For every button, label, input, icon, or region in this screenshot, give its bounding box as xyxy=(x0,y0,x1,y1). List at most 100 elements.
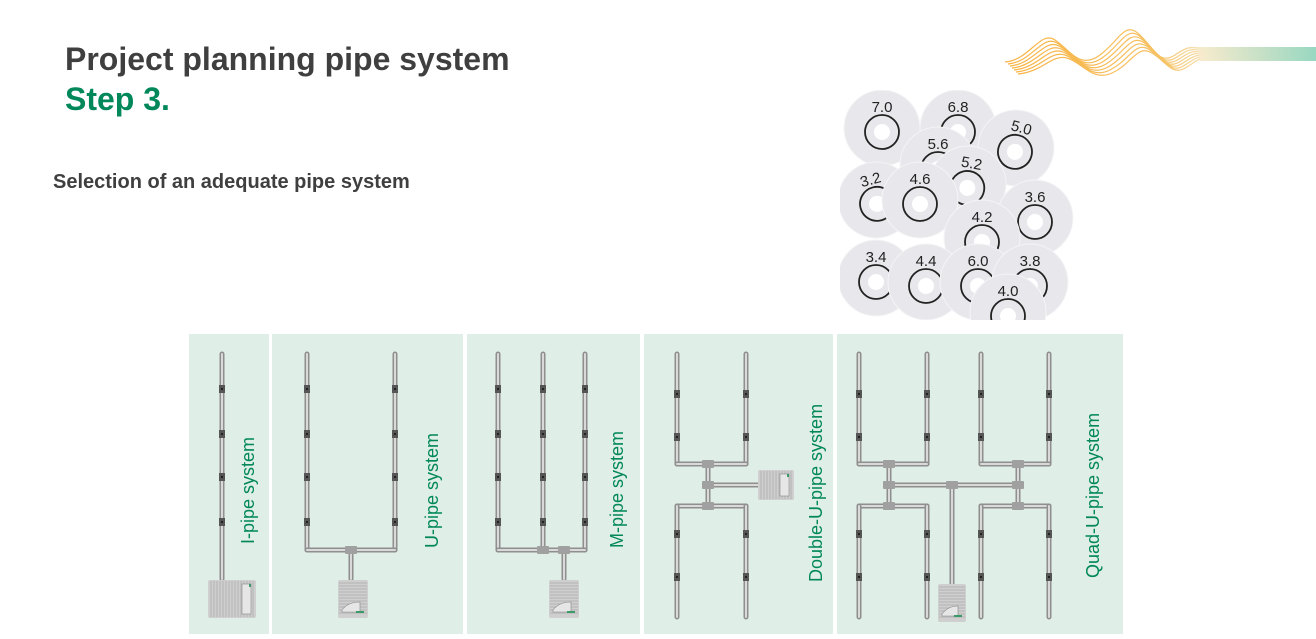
sampling-hole xyxy=(926,533,928,535)
sampling-hole xyxy=(1048,436,1050,438)
sampling-hole xyxy=(306,521,308,523)
sampling-hole xyxy=(584,388,586,390)
sampling-hole xyxy=(221,388,223,390)
pipe-tee-fitting xyxy=(946,481,958,489)
pipe-tee-fitting xyxy=(883,481,895,489)
sampling-hole xyxy=(1048,393,1050,395)
pipe-tee-fitting xyxy=(1012,481,1024,489)
disc-label: 4.2 xyxy=(972,209,993,226)
step-heading: Step 3. xyxy=(65,81,170,117)
disc-label: 4.6 xyxy=(910,171,931,188)
pipe-tee-fitting xyxy=(345,546,357,554)
u-pipe-diagram xyxy=(304,351,398,618)
pipe-tee-fitting xyxy=(883,460,895,468)
sampling-hole xyxy=(497,433,499,435)
panel-label: M-pipe system xyxy=(607,430,627,548)
disc-label: 7.0 xyxy=(872,99,893,116)
sampling-hole xyxy=(858,576,860,578)
quad-u-pipe-diagram xyxy=(856,351,1052,622)
disc-label: 3.8 xyxy=(1020,253,1041,270)
sampling-hole xyxy=(980,576,982,578)
pipe-tee-fitting xyxy=(558,546,570,554)
panel-label: Quad-U-pipe system xyxy=(1083,412,1103,578)
sampling-hole xyxy=(584,433,586,435)
panel-m-pipe: M-pipe system xyxy=(467,334,640,634)
pipe-tee-fitting xyxy=(702,481,714,489)
disc-label: 3.2 xyxy=(858,169,883,191)
m-pipe-diagram xyxy=(495,351,588,618)
sampling-hole xyxy=(676,533,678,535)
sampling-hole xyxy=(542,476,544,478)
sampling-hole xyxy=(745,576,747,578)
pipe-tee-fitting xyxy=(537,546,549,554)
pipe-tee-fitting xyxy=(1012,502,1024,510)
decorative-wave-icon xyxy=(1004,29,1316,76)
panel-quad-u-pipe: Quad-U-pipe system xyxy=(837,334,1123,634)
sampling-hole xyxy=(858,393,860,395)
sampling-hole xyxy=(394,433,396,435)
sampling-hole xyxy=(1048,533,1050,535)
panel-label: Double-U-pipe system xyxy=(806,403,826,582)
panel-i-pipe: I-pipe system xyxy=(189,334,269,634)
double-u-pipe-diagram xyxy=(674,351,794,620)
disc-label: 3.6 xyxy=(1025,189,1046,206)
i-pipe-diagram xyxy=(208,351,256,618)
sampling-hole xyxy=(676,393,678,395)
sampling-hole xyxy=(584,521,586,523)
panel-label: I-pipe system xyxy=(238,436,258,544)
sampling-hole xyxy=(497,476,499,478)
detector-unit-icon xyxy=(208,580,256,618)
sampling-hole xyxy=(394,476,396,478)
orifice-discs-image: 7.0 6.8 5.0 5.6 5.2 3.2 4.6 3.6 4.2 3.4 4.4 6.0 3.84… xyxy=(840,90,1074,320)
sampling-hole xyxy=(542,388,544,390)
sampling-hole xyxy=(542,433,544,435)
panel-double-u-pipe: Double-U-pipe system xyxy=(644,334,833,634)
detector-unit-icon xyxy=(549,580,579,618)
sampling-hole xyxy=(676,436,678,438)
sampling-hole xyxy=(584,476,586,478)
sampling-hole xyxy=(306,476,308,478)
sampling-hole xyxy=(394,521,396,523)
disc-label: 4.0 xyxy=(998,283,1019,300)
sampling-hole xyxy=(980,436,982,438)
sampling-hole xyxy=(926,576,928,578)
sampling-hole xyxy=(858,436,860,438)
sampling-hole xyxy=(497,521,499,523)
disc-label: 5.2 xyxy=(960,154,983,174)
sampling-hole xyxy=(306,433,308,435)
disc-label: 6.0 xyxy=(968,253,989,270)
pipe-tee-fitting xyxy=(883,502,895,510)
sampling-hole xyxy=(306,388,308,390)
section-subtitle: Selection of an adequate pipe system xyxy=(53,171,410,193)
disc-label: 4.4 xyxy=(916,253,937,270)
detector-unit-icon xyxy=(938,584,966,622)
sampling-hole xyxy=(542,521,544,523)
detector-unit-icon xyxy=(338,580,368,618)
disc-label: 6.8 xyxy=(948,99,969,116)
sampling-hole xyxy=(394,388,396,390)
sampling-hole xyxy=(858,533,860,535)
disc-label: 5.0 xyxy=(1009,117,1034,139)
disc-label: 3.4 xyxy=(866,249,887,266)
page-title: Project planning pipe system xyxy=(65,41,510,77)
sampling-hole xyxy=(676,576,678,578)
sampling-hole xyxy=(497,388,499,390)
sampling-hole xyxy=(926,393,928,395)
panel-label: U-pipe system xyxy=(422,432,442,548)
disc-label: 5.6 xyxy=(928,136,949,153)
detector-unit-icon xyxy=(758,470,794,500)
sampling-hole xyxy=(1048,576,1050,578)
sampling-hole xyxy=(745,533,747,535)
pipe-tee-fitting xyxy=(1012,460,1024,468)
orifice-disc: 4.6 xyxy=(881,161,959,239)
sampling-hole xyxy=(980,533,982,535)
sampling-hole xyxy=(745,436,747,438)
orifice-disc: 4.0 xyxy=(969,273,1047,320)
pipe-tee-fitting xyxy=(702,502,714,510)
sampling-hole xyxy=(221,433,223,435)
sampling-hole xyxy=(980,393,982,395)
sampling-hole xyxy=(926,436,928,438)
panel-u-pipe: U-pipe system xyxy=(272,334,463,634)
sampling-hole xyxy=(745,393,747,395)
sampling-hole xyxy=(221,476,223,478)
